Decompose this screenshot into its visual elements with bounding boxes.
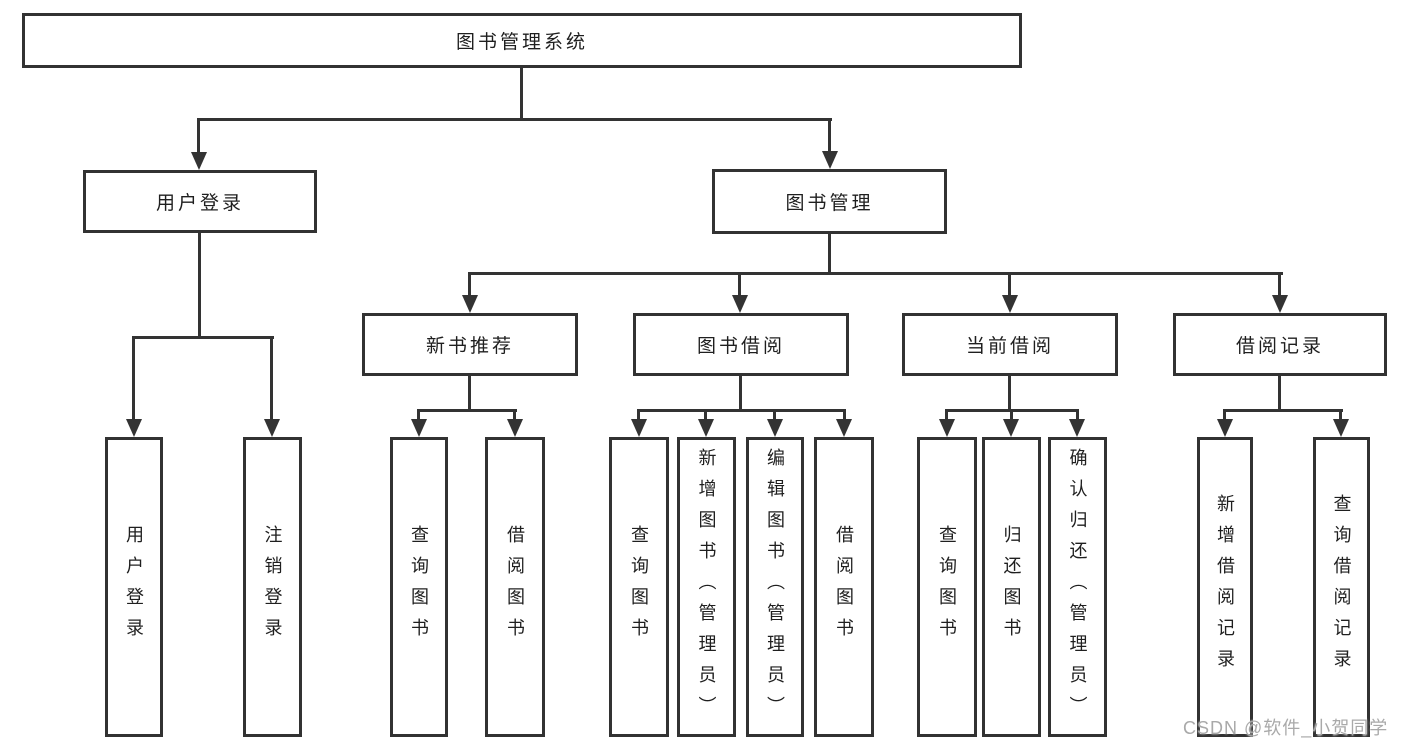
arrow-down-icon	[264, 419, 280, 437]
connector-line	[197, 118, 200, 154]
node-query-book-2: 查询图书	[609, 437, 669, 737]
node-query-book-3: 查询图书	[917, 437, 977, 737]
connector-line	[637, 409, 640, 421]
connector-line	[637, 409, 846, 412]
connector-line	[1008, 376, 1011, 409]
connector-line	[468, 376, 471, 409]
csdn-watermark: CSDN @软件_小贺同学	[1183, 718, 1389, 738]
connector-line	[828, 234, 831, 272]
connector-line	[468, 272, 1283, 275]
arrow-down-icon	[507, 419, 523, 437]
node-label: 借阅图书	[834, 525, 854, 649]
node-query-borrow-record: 查询借阅记录	[1313, 437, 1370, 737]
node-add-book-admin: 新增图书（管理员）	[677, 437, 736, 737]
arrow-down-icon	[822, 151, 838, 169]
connector-line	[417, 409, 517, 412]
connector-line	[1010, 409, 1013, 421]
connector-line	[513, 409, 516, 421]
connector-line	[132, 336, 135, 421]
node-borrow-book-1: 借阅图书	[485, 437, 545, 737]
connector-line	[739, 376, 742, 409]
node-book-management: 图书管理	[712, 169, 947, 234]
node-root: 图书管理系统	[22, 13, 1022, 68]
node-label: 查询图书	[409, 525, 429, 649]
connector-line	[773, 409, 776, 421]
connector-line	[1278, 272, 1281, 297]
connector-line	[704, 409, 707, 421]
node-book-borrow: 图书借阅	[633, 313, 849, 376]
node-return-book: 归还图书	[982, 437, 1041, 737]
arrow-down-icon	[1002, 295, 1018, 313]
node-new-book-recommend: 新书推荐	[362, 313, 578, 376]
node-logout: 注销登录	[243, 437, 302, 737]
node-label: 查询图书	[937, 525, 957, 649]
arrow-down-icon	[1069, 419, 1085, 437]
connector-line	[1076, 409, 1079, 421]
node-label: 新增借阅记录	[1215, 494, 1235, 680]
connector-line	[1278, 376, 1281, 409]
connector-line	[1008, 272, 1011, 297]
connector-line	[468, 272, 471, 297]
connector-line	[1339, 409, 1342, 421]
node-label: 查询借阅记录	[1331, 494, 1352, 680]
node-label: 编辑图书（管理员）	[765, 447, 785, 727]
connector-line	[198, 233, 201, 336]
arrow-down-icon	[1217, 419, 1233, 437]
connector-line	[1223, 409, 1226, 421]
connector-line	[197, 118, 832, 121]
arrow-down-icon	[939, 419, 955, 437]
arrow-down-icon	[1003, 419, 1019, 437]
node-label: 归还图书	[1001, 525, 1022, 649]
arrow-down-icon	[698, 419, 714, 437]
node-label: 用户登录	[124, 525, 144, 649]
node-borrow-book-2: 借阅图书	[814, 437, 874, 737]
node-add-borrow-record: 新增借阅记录	[1197, 437, 1253, 737]
node-query-book-1: 查询图书	[390, 437, 448, 737]
node-user-login: 用户登录	[83, 170, 317, 233]
connector-line	[828, 118, 831, 153]
arrow-down-icon	[126, 419, 142, 437]
arrow-down-icon	[1333, 419, 1349, 437]
node-confirm-return-admin: 确认归还（管理员）	[1048, 437, 1107, 737]
connector-line	[843, 409, 846, 421]
arrow-down-icon	[631, 419, 647, 437]
connector-line	[1223, 409, 1343, 412]
arrow-down-icon	[462, 295, 478, 313]
node-label: 新增图书（管理员）	[696, 447, 717, 727]
arrow-down-icon	[1272, 295, 1288, 313]
connector-line	[738, 272, 741, 297]
node-current-borrow: 当前借阅	[902, 313, 1118, 376]
connector-line	[520, 68, 523, 118]
node-label: 确认归还（管理员）	[1067, 447, 1088, 727]
node-edit-book-admin: 编辑图书（管理员）	[746, 437, 804, 737]
arrow-down-icon	[836, 419, 852, 437]
node-label: 注销登录	[262, 525, 283, 649]
arrow-down-icon	[411, 419, 427, 437]
connector-line	[132, 336, 274, 339]
arrow-down-icon	[191, 152, 207, 170]
node-login: 用户登录	[105, 437, 163, 737]
connector-line	[270, 336, 273, 421]
arrow-down-icon	[732, 295, 748, 313]
node-label: 查询图书	[629, 525, 649, 649]
connector-line	[945, 409, 948, 421]
connector-line	[417, 409, 420, 421]
node-label: 借阅图书	[505, 525, 525, 649]
arrow-down-icon	[767, 419, 783, 437]
node-borrow-record: 借阅记录	[1173, 313, 1387, 376]
